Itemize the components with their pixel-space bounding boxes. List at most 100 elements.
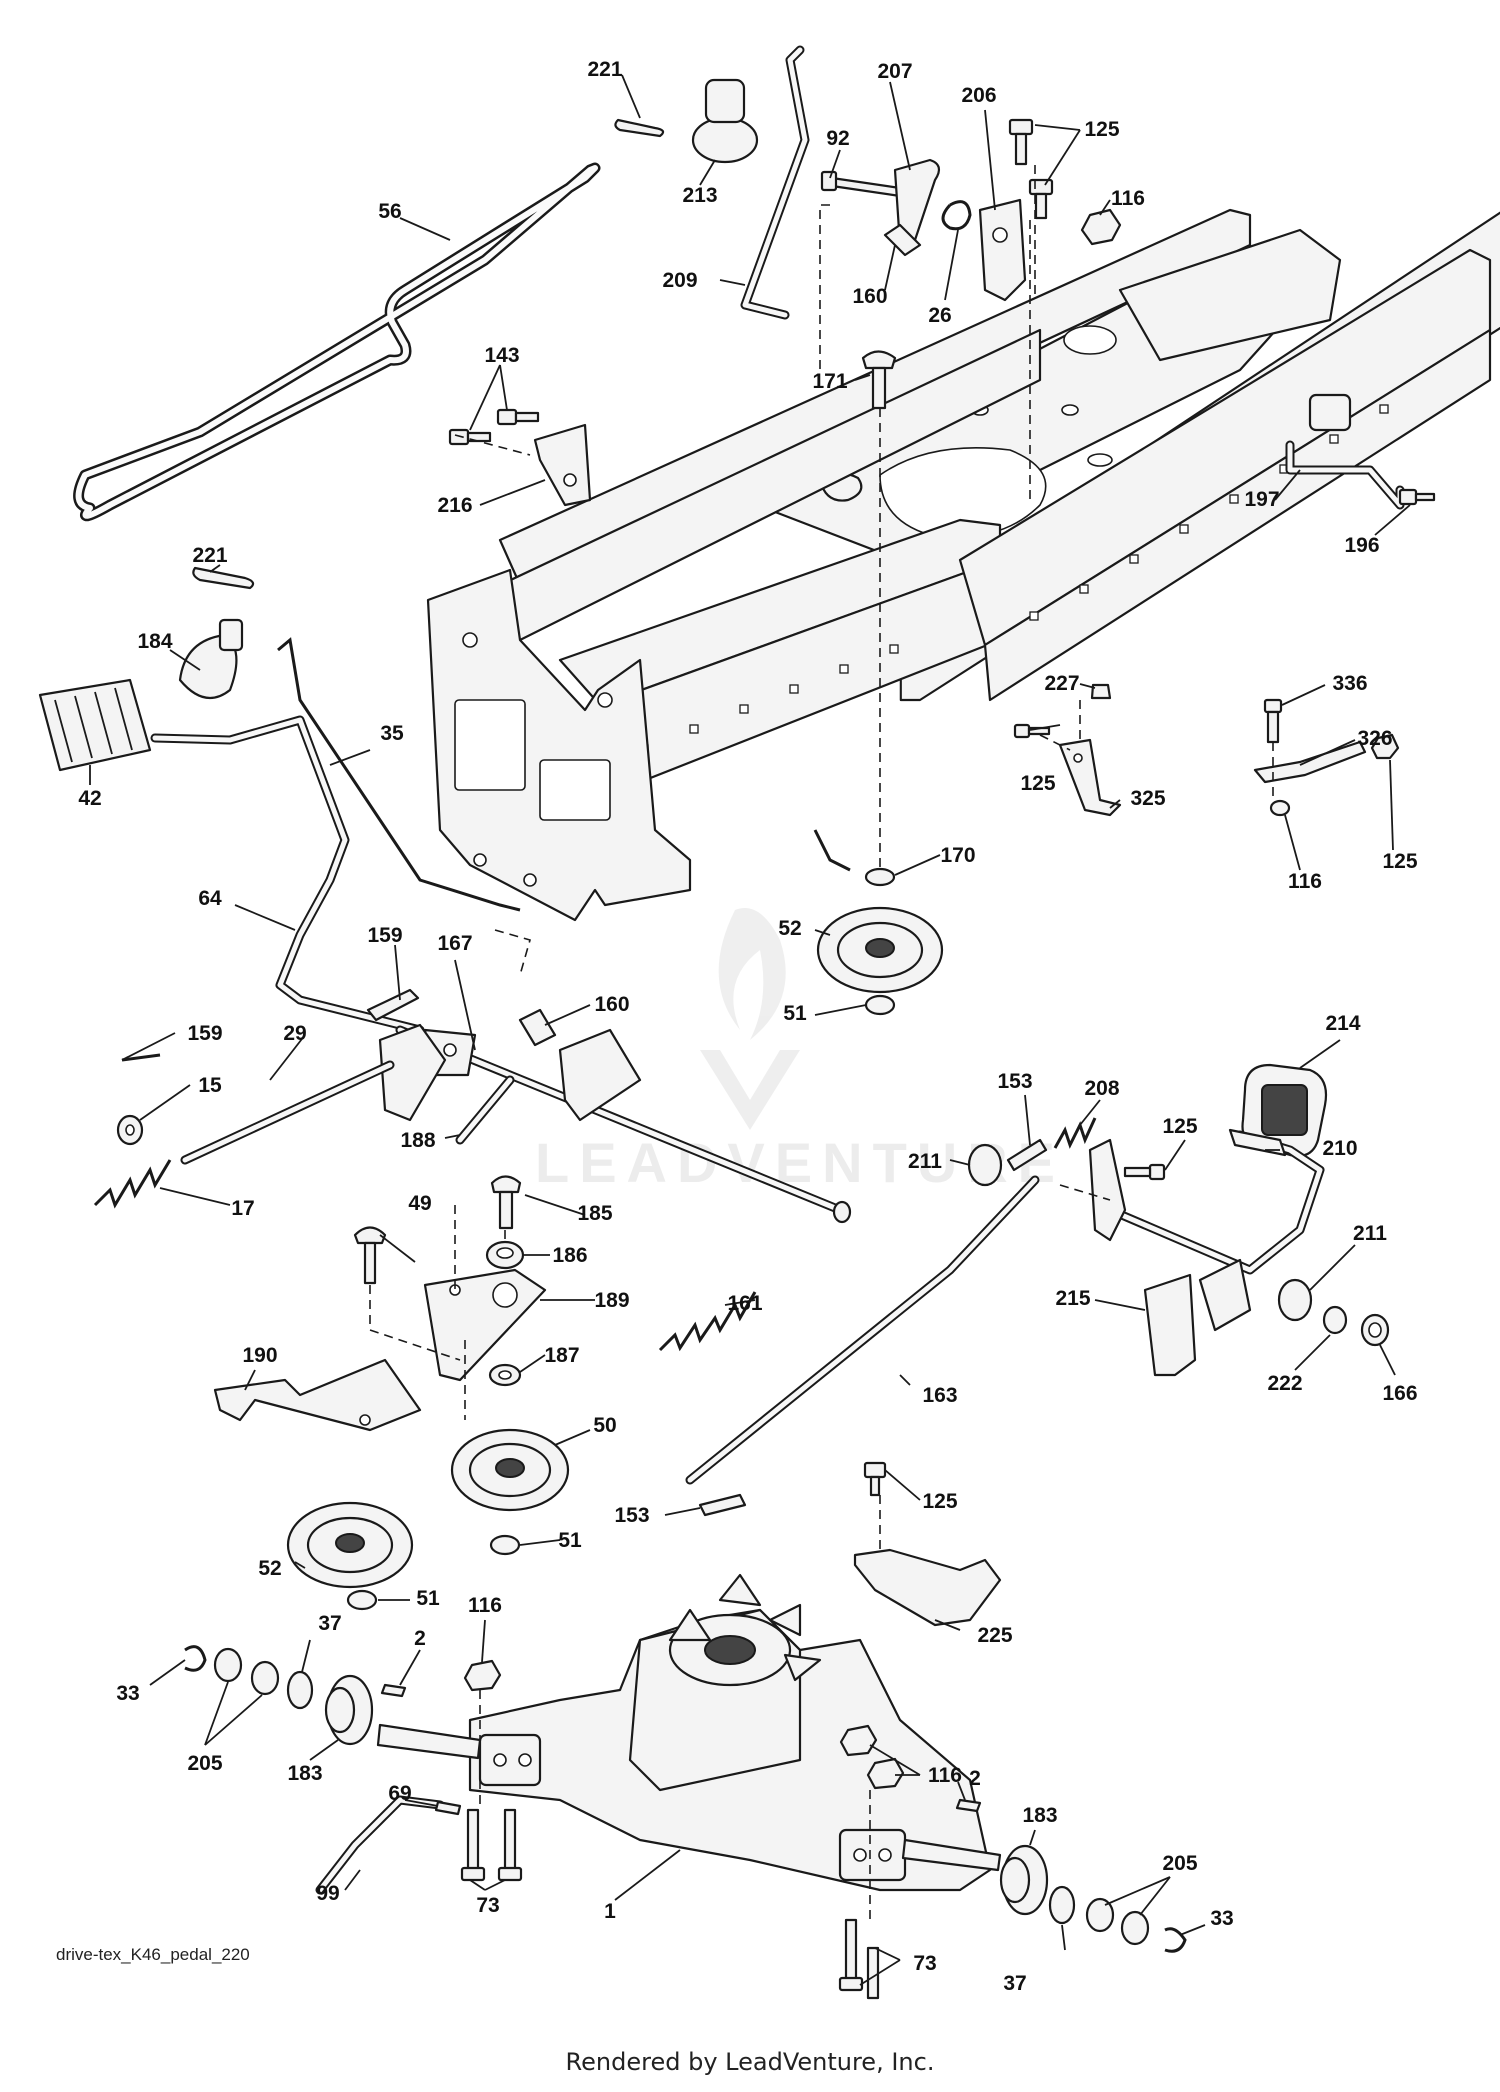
hairpin-clip-221-mid[interactable] xyxy=(192,566,255,590)
callout-116-right: 116 xyxy=(1288,870,1322,893)
link-rod-29[interactable] xyxy=(180,1060,395,1165)
pulley-52-lower[interactable] xyxy=(286,1501,414,1589)
lift-rod-209[interactable] xyxy=(740,45,810,320)
bracket-216[interactable] xyxy=(533,423,592,507)
bolt-125-pedal[interactable] xyxy=(1123,1163,1166,1181)
nut-227[interactable] xyxy=(1090,683,1112,700)
bracket-325[interactable] xyxy=(1058,738,1122,817)
washer-166[interactable] xyxy=(1360,1313,1390,1347)
pedal-arm-210[interactable] xyxy=(1105,1128,1325,1332)
spring-161[interactable] xyxy=(658,1291,757,1352)
washer-37-left[interactable] xyxy=(286,1670,314,1710)
bolt-125-top-b[interactable] xyxy=(1028,178,1054,220)
pin-160-mid[interactable] xyxy=(518,1008,557,1047)
nut-116-top[interactable] xyxy=(1080,208,1122,246)
callout-143: 143 xyxy=(484,344,519,367)
shaft-long[interactable] xyxy=(395,1025,852,1224)
hairpin-153-lower[interactable] xyxy=(698,1493,747,1517)
bolt-49[interactable] xyxy=(353,1226,387,1285)
spring-26[interactable] xyxy=(941,200,972,231)
axle-right[interactable] xyxy=(901,1838,1002,1872)
washer-205-left-b[interactable] xyxy=(250,1660,280,1696)
bracket-207[interactable] xyxy=(893,158,941,247)
bolt-171[interactable] xyxy=(861,350,897,410)
knob-213[interactable] xyxy=(691,78,759,164)
bushing-183-right[interactable] xyxy=(999,1844,1049,1916)
screw-143-a[interactable] xyxy=(448,428,492,446)
callout-163: 163 xyxy=(922,1384,957,1407)
bolt-185[interactable] xyxy=(490,1175,522,1230)
bushing-211-left[interactable] xyxy=(967,1143,1003,1187)
tractor-frame[interactable] xyxy=(426,190,1500,922)
washer-37-right[interactable] xyxy=(1048,1885,1076,1925)
hairpin-clip-221-top[interactable] xyxy=(614,118,665,138)
callout-125-mid: 125 xyxy=(1020,772,1055,795)
bracket-shaft-lever[interactable] xyxy=(378,1023,642,1122)
washer-205-right-b[interactable] xyxy=(1120,1910,1150,1946)
bolt-336[interactable] xyxy=(1263,698,1283,744)
bracket-206[interactable] xyxy=(978,198,1027,302)
pin-159-lower[interactable] xyxy=(121,1053,161,1062)
key-2-right[interactable] xyxy=(955,1798,982,1813)
washer-205-left-a[interactable] xyxy=(213,1647,243,1683)
pedal-pad-214[interactable] xyxy=(1241,1063,1328,1158)
pin-159-upper[interactable] xyxy=(366,988,420,1022)
axle-left[interactable] xyxy=(376,1723,482,1760)
bracket-190[interactable] xyxy=(213,1358,422,1432)
spring-208[interactable] xyxy=(1053,1117,1097,1149)
bushing-183-left[interactable] xyxy=(324,1674,374,1746)
bolts-73-left[interactable] xyxy=(460,1808,523,1882)
rod-99[interactable] xyxy=(315,1795,445,1895)
hairpin-153-upper[interactable] xyxy=(1006,1138,1048,1172)
nut-51-upper[interactable] xyxy=(864,994,896,1016)
pin-160-top[interactable] xyxy=(883,223,922,257)
eclip-33-right[interactable] xyxy=(1164,1927,1187,1953)
callout-171: 171 xyxy=(812,370,847,393)
callout-167: 167 xyxy=(437,932,472,955)
nut-51-center[interactable] xyxy=(489,1534,521,1556)
bracket-225[interactable] xyxy=(853,1548,1002,1627)
callout-1: 1 xyxy=(604,1900,616,1923)
bushing-186[interactable] xyxy=(485,1240,525,1270)
lever-rod-64[interactable] xyxy=(150,715,425,1035)
drive-belt[interactable] xyxy=(73,162,601,522)
screw-143-b[interactable] xyxy=(496,408,540,426)
nut-51-lower[interactable] xyxy=(346,1589,378,1611)
plate-189[interactable] xyxy=(423,1268,547,1382)
clip-69[interactable] xyxy=(434,1800,462,1816)
cable-35[interactable] xyxy=(277,637,521,912)
callout-64: 64 xyxy=(198,887,222,910)
washer-15[interactable] xyxy=(116,1114,144,1146)
callout-153-lower: 153 xyxy=(614,1504,649,1527)
eclip-33-left[interactable] xyxy=(184,1645,207,1672)
washer-205-right-a[interactable] xyxy=(1085,1897,1115,1933)
bracket-326[interactable] xyxy=(1253,740,1367,784)
nut-125-right[interactable] xyxy=(1370,733,1400,760)
knob-184[interactable] xyxy=(178,618,244,700)
washer-116-right[interactable] xyxy=(1269,799,1291,817)
callout-73-right: 73 xyxy=(913,1952,936,1975)
key-2-left[interactable] xyxy=(380,1683,407,1698)
spring-17[interactable] xyxy=(93,1159,172,1209)
pedal-cover-215[interactable] xyxy=(1143,1273,1197,1377)
grip-42[interactable] xyxy=(38,678,152,772)
bolt-92[interactable] xyxy=(820,170,902,198)
pulley-50[interactable] xyxy=(450,1428,570,1512)
pedal-bracket[interactable] xyxy=(1088,1138,1127,1242)
nut-116-transaxle-right-a[interactable] xyxy=(839,1724,878,1757)
spacer-170[interactable] xyxy=(813,829,896,887)
bolts-73-right[interactable] xyxy=(838,1918,880,2000)
watermark-logo xyxy=(700,908,800,1130)
bushing-211-right[interactable] xyxy=(1277,1278,1313,1322)
transaxle-1[interactable] xyxy=(468,1573,992,1892)
rod-163[interactable] xyxy=(685,1175,1040,1485)
bolt-196[interactable] xyxy=(1398,488,1436,506)
rod-188[interactable] xyxy=(455,1075,515,1145)
nut-116-transaxle-top[interactable] xyxy=(463,1659,502,1692)
bolt-125-top-a[interactable] xyxy=(1008,118,1034,166)
bolt-125-lower[interactable] xyxy=(863,1461,887,1497)
washer-187[interactable] xyxy=(488,1363,522,1387)
pulley-52-upper[interactable] xyxy=(816,906,944,994)
washer-222[interactable] xyxy=(1322,1305,1348,1335)
callout-336: 336 xyxy=(1332,672,1367,695)
